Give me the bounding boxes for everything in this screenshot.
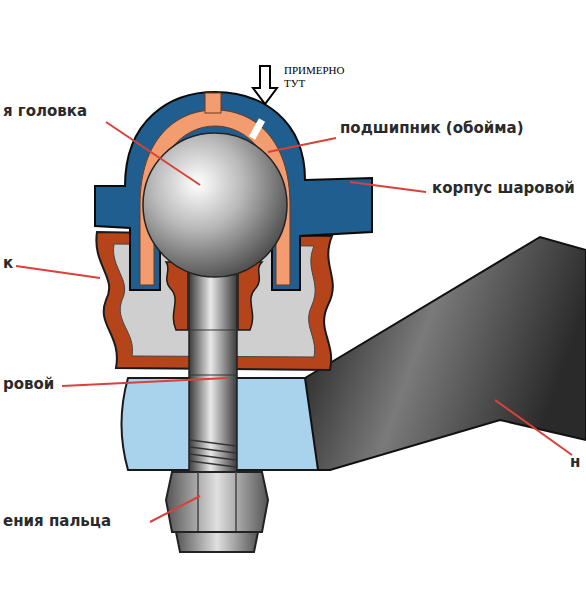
part-label: к: [3, 255, 13, 272]
pointer-arrow: [253, 66, 277, 104]
bearing-insert: [140, 110, 290, 285]
crack-mark: [252, 120, 262, 138]
joint-housing: [95, 92, 372, 290]
control-arm: [305, 237, 586, 470]
note-text: ПРИМЕРНО ТУТ: [284, 64, 354, 89]
part-label: корпус шаровой: [432, 180, 575, 197]
part-label: я головка: [3, 103, 87, 120]
part-label: подшипник (обойма): [340, 120, 524, 137]
pin-step: [189, 375, 237, 376]
bearing-tab: [205, 93, 221, 113]
part-label: ения пальца: [3, 513, 111, 530]
pin-step: [189, 330, 237, 331]
ball-head: [143, 133, 287, 277]
part-label: н: [570, 454, 580, 471]
nut-edge: [235, 472, 237, 532]
nut: [166, 472, 268, 532]
nut-edge: [197, 472, 199, 532]
pin-thread: [190, 440, 236, 467]
part-label: ровой: [3, 376, 54, 393]
boot-lip: [166, 262, 188, 330]
nut-washer: [176, 532, 258, 552]
